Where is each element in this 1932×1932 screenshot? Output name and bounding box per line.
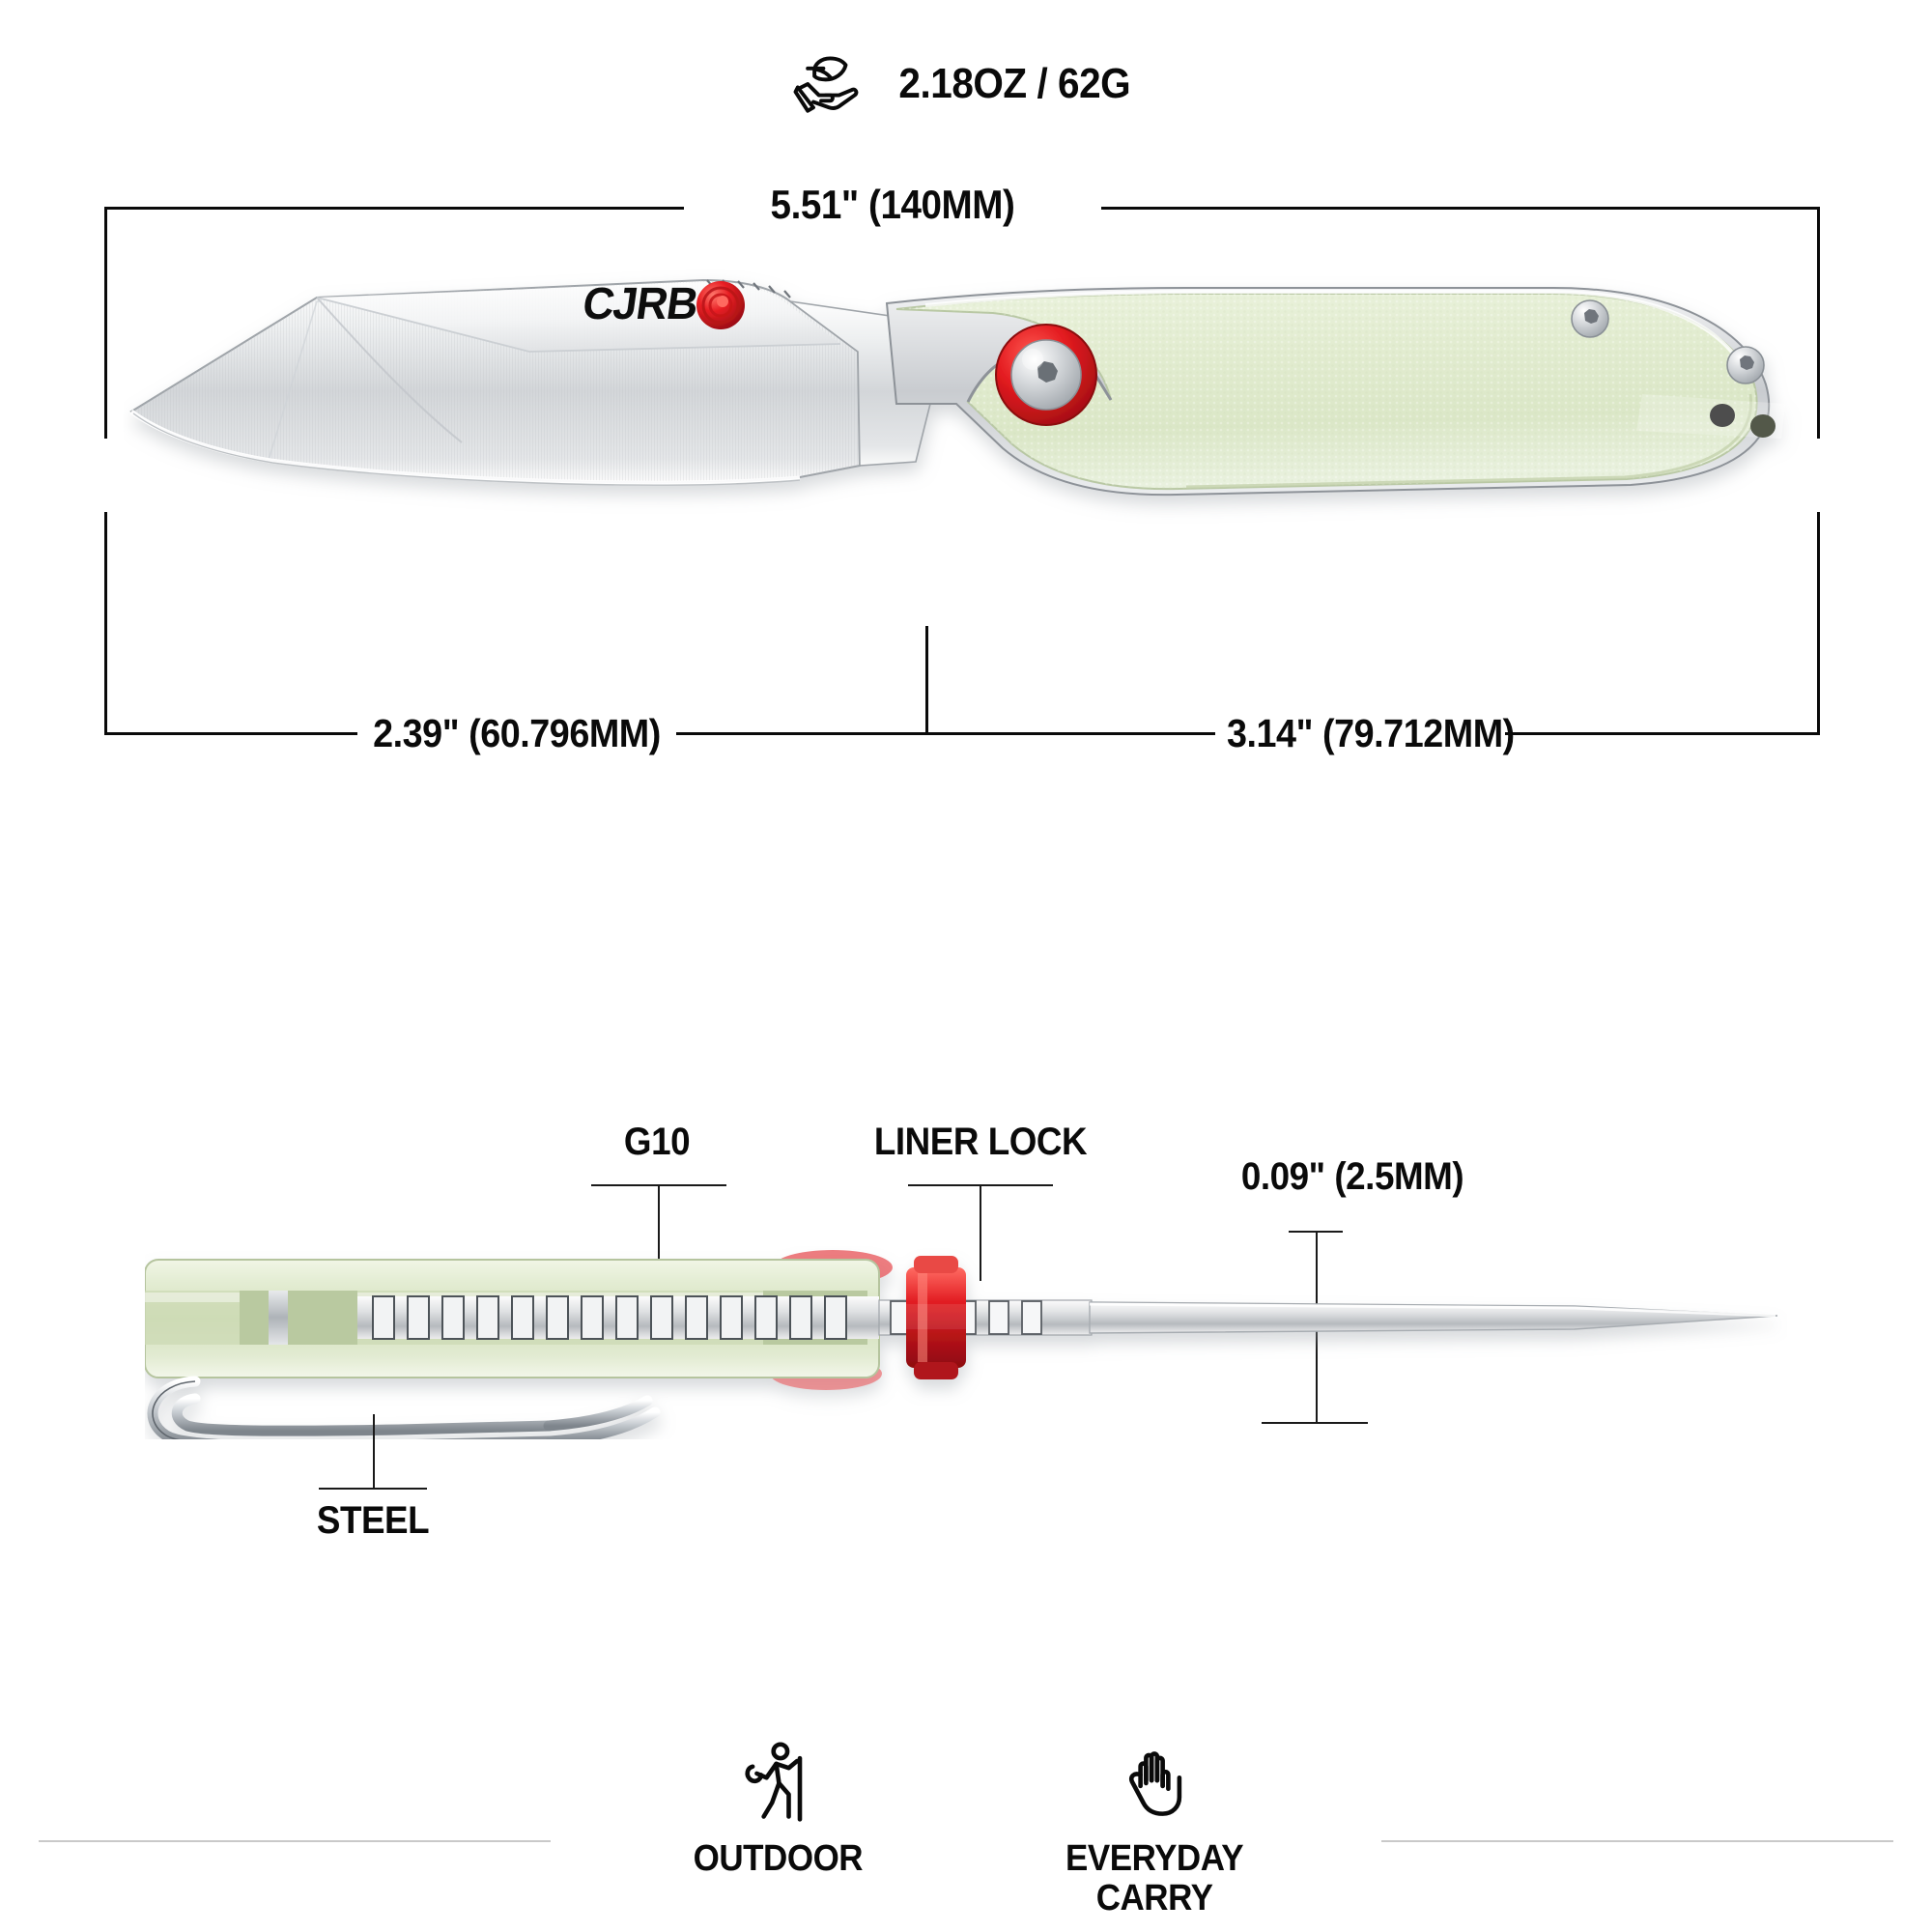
left-extension-lower — [104, 512, 107, 734]
usage-row: OUTDOOR EVERYDAY CARRY — [0, 1739, 1932, 1918]
blade-logo: CJRB — [580, 277, 701, 328]
usage-item-outdoor: OUTDOOR — [652, 1739, 903, 1879]
blade-thickness-label: 0.09" (2.5MM) — [1240, 1155, 1464, 1198]
knife-open-view: CJRB — [124, 259, 1824, 607]
handle-length-label-box — [1215, 707, 1505, 761]
pocket-clip — [147, 1376, 661, 1452]
separator-right — [1381, 1840, 1893, 1842]
usage-label-everyday-carry: EVERYDAY CARRY — [1065, 1838, 1244, 1919]
left-extension-upper — [104, 207, 107, 439]
callout-g10-stem — [658, 1184, 660, 1281]
right-extension-upper — [1817, 207, 1820, 439]
svg-text:CJRB: CJRB — [580, 277, 701, 328]
blade-handle-divider-tick — [925, 626, 928, 734]
jimping-group — [372, 1295, 847, 1340]
pivot — [995, 324, 1097, 426]
callout-liner-lock-stem — [980, 1184, 981, 1281]
body-screw-top — [1571, 299, 1609, 338]
body-screw-bottom — [1726, 346, 1765, 384]
usage-item-everyday-carry: EVERYDAY CARRY — [1029, 1739, 1280, 1918]
overall-length-label: 5.51" (140MM) — [770, 182, 1015, 227]
callout-steel-bar — [319, 1488, 427, 1490]
weight-row: 2.18OZ / 62G — [0, 48, 1932, 120]
knife-folded-view — [144, 1246, 1787, 1452]
blade-length-label-box — [357, 707, 676, 761]
hiker-icon — [733, 1739, 822, 1828]
callout-steel-stem — [373, 1414, 375, 1490]
weight-label: 2.18OZ / 62G — [898, 60, 1130, 107]
right-extension-lower — [1817, 512, 1820, 734]
handle-length-label: 3.14" (79.712MM) — [1227, 711, 1515, 755]
callout-g10-label: G10 — [623, 1121, 691, 1163]
usage-label-outdoor: OUTDOOR — [693, 1838, 863, 1879]
thickness-cap-top — [1289, 1231, 1343, 1233]
overall-length-line-left — [104, 207, 684, 210]
pivot-barrel — [906, 1256, 966, 1379]
bottom-dimension-baseline — [104, 732, 1820, 735]
standoff — [269, 1291, 288, 1345]
callout-steel-label: STEEL — [316, 1499, 430, 1542]
blade-length-label: 2.39" (60.796MM) — [373, 711, 661, 755]
hand-holding-leaf-icon — [792, 48, 864, 120]
overall-length-line-right — [1101, 207, 1820, 210]
callout-liner-lock-label: LINER LOCK — [873, 1121, 1088, 1163]
thickness-cap-bottom — [1262, 1422, 1368, 1424]
separator-left — [39, 1840, 551, 1842]
thumb-stud — [696, 281, 745, 329]
open-hand-icon — [1110, 1739, 1199, 1828]
